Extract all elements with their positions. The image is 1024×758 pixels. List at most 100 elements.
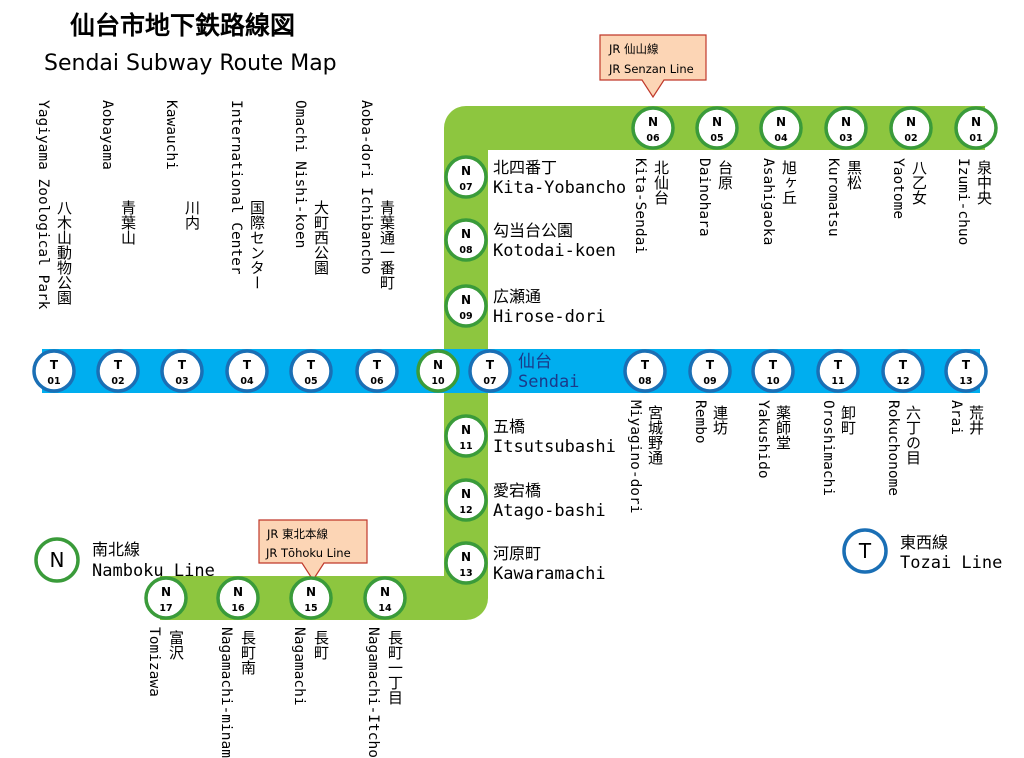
station-N07[interactable]: N07 xyxy=(444,155,488,199)
station-T12[interactable]: T12 xyxy=(881,349,925,393)
station-T05[interactable]: T05 xyxy=(289,349,333,393)
station-circle xyxy=(444,478,488,522)
station-label-en: Tomizawa xyxy=(146,627,162,697)
station-number: 12 xyxy=(896,376,909,387)
station-letter: N xyxy=(161,585,171,599)
station-label-jp: 北仙台 xyxy=(652,160,670,205)
jr-senzan-jp: JR 仙山線 xyxy=(608,42,659,56)
jr-tohoku-callout-shape xyxy=(258,519,368,582)
station-letter: N xyxy=(906,115,916,129)
station-letter: N xyxy=(841,115,851,129)
station-label-jp: 広瀬通 xyxy=(493,287,541,306)
station-number: 13 xyxy=(459,568,472,579)
station-label-jp: 愛宕橋 xyxy=(493,481,541,500)
station-number: 03 xyxy=(175,376,188,387)
station-N03[interactable]: N03 xyxy=(824,106,868,150)
station-number: 09 xyxy=(703,376,716,387)
station-T11[interactable]: T11 xyxy=(816,349,860,393)
station-T06[interactable]: T06 xyxy=(355,349,399,393)
station-N17[interactable]: N17 xyxy=(144,576,188,620)
station-label-en: Kuromatsu xyxy=(825,158,841,237)
station-N02[interactable]: N02 xyxy=(889,106,933,150)
station-label-en: Itsutsubashi xyxy=(493,437,616,457)
legend-tozai-circle xyxy=(842,528,888,574)
jr-senzan-callout: JR 仙山線 JR Tōhoku Line JR Senzan Line xyxy=(599,34,707,99)
station-number: 05 xyxy=(304,376,317,387)
station-letter: N xyxy=(461,423,471,437)
station-circle xyxy=(751,349,795,393)
station-circle xyxy=(444,284,488,328)
station-T07[interactable]: T07 xyxy=(468,349,512,393)
station-label-jp: 長町南 xyxy=(239,630,257,675)
station-T13[interactable]: T13 xyxy=(944,349,988,393)
station-number: 09 xyxy=(459,311,472,322)
station-label-jp: 薬師堂 xyxy=(774,405,792,450)
station-N10[interactable]: N10 xyxy=(416,349,460,393)
station-letter: N xyxy=(712,115,722,129)
station-T03[interactable]: T03 xyxy=(160,349,204,393)
station-label-jp: 六丁の目 xyxy=(904,405,922,465)
station-N15[interactable]: N15 xyxy=(289,576,333,620)
legend-tozai-en: Tozai Line xyxy=(900,553,1002,573)
station-letter: N xyxy=(971,115,981,129)
station-N04[interactable]: N04 xyxy=(759,106,803,150)
station-number: 10 xyxy=(766,376,780,387)
station-circle xyxy=(216,576,260,620)
station-T04[interactable]: T04 xyxy=(225,349,269,393)
station-number: 10 xyxy=(431,376,445,387)
station-label-en: Yagiyama Zoological Park xyxy=(35,100,51,310)
station-N05[interactable]: N05 xyxy=(695,106,739,150)
station-letter: T xyxy=(50,358,59,372)
station-N01[interactable]: N01 xyxy=(954,106,998,150)
station-label-en: Dainohara xyxy=(696,158,712,237)
station-letter: T xyxy=(114,358,123,372)
station-label-en: Yaotome xyxy=(890,158,906,219)
station-label-jp: 河原町 xyxy=(493,544,541,563)
station-label-jp: 卸町 xyxy=(839,405,857,435)
station-N06[interactable]: N06 xyxy=(631,106,675,150)
jr-tohoku-jp: JR 東北本線 xyxy=(266,527,329,541)
station-label-jp: 八乙女 xyxy=(910,160,928,205)
station-N12[interactable]: N12 xyxy=(444,478,488,522)
station-label-en: Atago-bashi xyxy=(493,501,606,521)
station-number: 11 xyxy=(831,376,844,387)
station-T01[interactable]: T01 xyxy=(32,349,76,393)
station-N14[interactable]: N14 xyxy=(363,576,407,620)
station-label-en: Rembo xyxy=(692,400,708,444)
station-T10[interactable]: T 10 xyxy=(751,349,795,393)
station-N09[interactable]: N09 xyxy=(444,284,488,328)
station-letter: T xyxy=(243,358,252,372)
station-T02[interactable]: T02 xyxy=(96,349,140,393)
station-circle xyxy=(355,349,399,393)
station-T08[interactable]: T08 xyxy=(623,349,667,393)
station-number: 11 xyxy=(459,441,472,452)
station-label-jp: 青葉山 xyxy=(119,200,137,245)
station-N16[interactable]: N16 xyxy=(216,576,260,620)
station-circle xyxy=(444,218,488,262)
station-letter: N xyxy=(776,115,786,129)
sendai-label-jp: 仙台 xyxy=(518,352,552,372)
station-letter: T xyxy=(769,358,778,372)
legend-namboku: N 南北線 Namboku Line xyxy=(34,537,215,583)
station-N13[interactable]: N13 xyxy=(444,541,488,585)
station-N11[interactable]: N 11 xyxy=(444,414,488,458)
jr-tohoku-callout: JR 東北本線 JR Tōhoku Line xyxy=(258,519,368,582)
station-T09[interactable]: T09 xyxy=(688,349,732,393)
station-label-jp: 北四番丁 xyxy=(493,158,557,177)
station-N08[interactable]: N08 xyxy=(444,218,488,262)
station-number: 06 xyxy=(370,376,384,387)
station-label-jp: 台原 xyxy=(716,160,734,190)
station-circle xyxy=(631,106,675,150)
station-label-en: Aobayama xyxy=(99,100,115,170)
